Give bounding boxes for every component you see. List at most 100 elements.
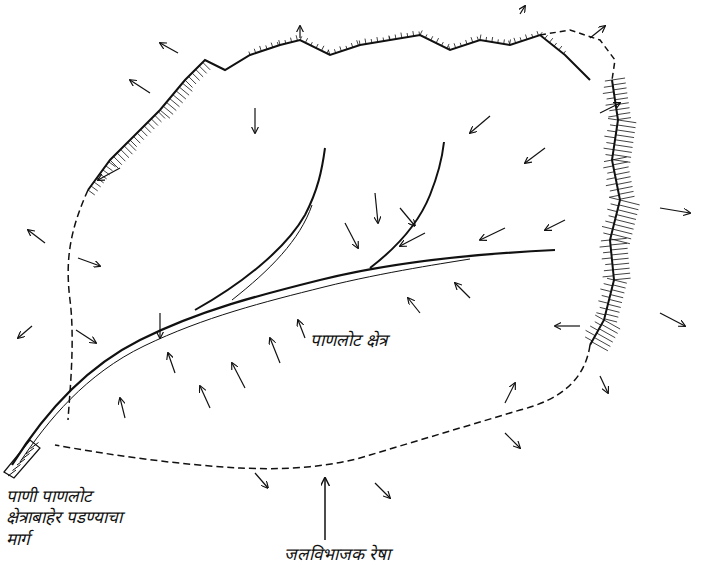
hachure: [612, 258, 629, 260]
hachure: [383, 38, 385, 42]
hachure: [334, 49, 335, 53]
hachure: [606, 184, 617, 186]
hachure: [425, 34, 427, 37]
hachure: [614, 145, 632, 148]
flow-arrow: [159, 313, 160, 338]
hachure: [400, 33, 402, 38]
hachure: [602, 226, 613, 229]
hachure: [612, 290, 625, 293]
hachure: [618, 118, 631, 120]
hachure: [110, 160, 118, 168]
flow-arrows: [18, 6, 690, 498]
hachure: [586, 330, 596, 335]
hachure: [592, 342, 608, 351]
hachure: [611, 253, 628, 255]
hachure: [173, 95, 183, 103]
flow-arrow: [480, 228, 505, 240]
hachure: [599, 329, 615, 338]
flow-arrow: [660, 313, 685, 326]
hachure: [609, 195, 619, 197]
hachure: [134, 136, 141, 143]
hachure: [26, 448, 34, 454]
hachure: [616, 135, 634, 138]
hachure: [91, 186, 98, 191]
hachure: [613, 162, 628, 165]
flow-arrow: [545, 220, 565, 230]
hachure: [616, 177, 631, 180]
hachure: [376, 37, 378, 42]
hachure: [614, 150, 632, 153]
hachure: [114, 156, 122, 164]
hachure: [610, 243, 627, 245]
hachure: [117, 153, 125, 161]
hachure: [554, 43, 557, 46]
hachure: [610, 295, 623, 298]
flow-arrow: [400, 208, 415, 226]
hachure: [485, 37, 487, 41]
hachure: [466, 40, 467, 44]
outlet-label: पाणी पाणलोट क्षेत्राबाहेर पडण्याचा मार्ग: [6, 486, 124, 550]
hachure: [525, 35, 527, 40]
hachure: [604, 160, 612, 162]
hachure: [610, 125, 617, 126]
hachure: [284, 40, 286, 43]
hachure: [130, 140, 137, 147]
hachure: [607, 172, 614, 173]
hachure: [203, 62, 211, 70]
hachure: [605, 80, 612, 81]
flow-arrow: [160, 43, 178, 53]
hachure: [359, 41, 361, 45]
flow-arrow: [98, 168, 120, 180]
hachure: [436, 38, 438, 43]
hachure: [604, 269, 613, 271]
hachure: [610, 189, 618, 191]
hachure: [606, 314, 619, 317]
hachure: [619, 205, 639, 210]
hachure: [613, 88, 626, 90]
hachure: [189, 76, 197, 84]
hachure: [407, 33, 409, 37]
hachure: [395, 35, 397, 39]
hachure: [144, 126, 151, 133]
hachure: [454, 43, 456, 48]
hachure: [196, 69, 204, 77]
hachure: [604, 86, 613, 87]
hachure: [199, 66, 207, 74]
hachure: [351, 43, 352, 47]
hachure: [610, 238, 627, 240]
hachure: [600, 307, 607, 309]
ridge-line-dashed: [540, 30, 615, 80]
hachure: [471, 37, 473, 42]
flow-arrow: [28, 230, 45, 243]
hachure: [371, 39, 373, 43]
flow-arrow: [345, 223, 358, 248]
hachure: [271, 43, 273, 48]
hachure: [559, 46, 562, 50]
hachure: [604, 320, 620, 329]
flow-arrow: [590, 26, 605, 38]
ridge-right: [590, 80, 620, 345]
hachure: [601, 240, 610, 242]
flow-arrow: [120, 398, 125, 418]
hachure: [477, 37, 478, 41]
flow-arrow: [455, 283, 470, 298]
hachure: [545, 35, 548, 39]
hachure: [603, 92, 614, 94]
hachure: [389, 36, 391, 40]
hachure: [279, 40, 280, 45]
hachure: [620, 200, 640, 205]
hachure: [249, 52, 250, 55]
hachure: [590, 326, 598, 330]
hachure: [158, 112, 165, 119]
hachure: [617, 182, 632, 185]
hachure: [608, 304, 621, 307]
hachure: [616, 215, 636, 220]
hachure: [607, 278, 614, 280]
hachure: [148, 122, 155, 129]
hachure: [94, 182, 101, 187]
hachure: [609, 216, 616, 218]
hachure: [328, 50, 330, 55]
hachure: [549, 38, 552, 42]
flow-arrow: [254, 108, 255, 133]
hachure: [612, 157, 627, 160]
